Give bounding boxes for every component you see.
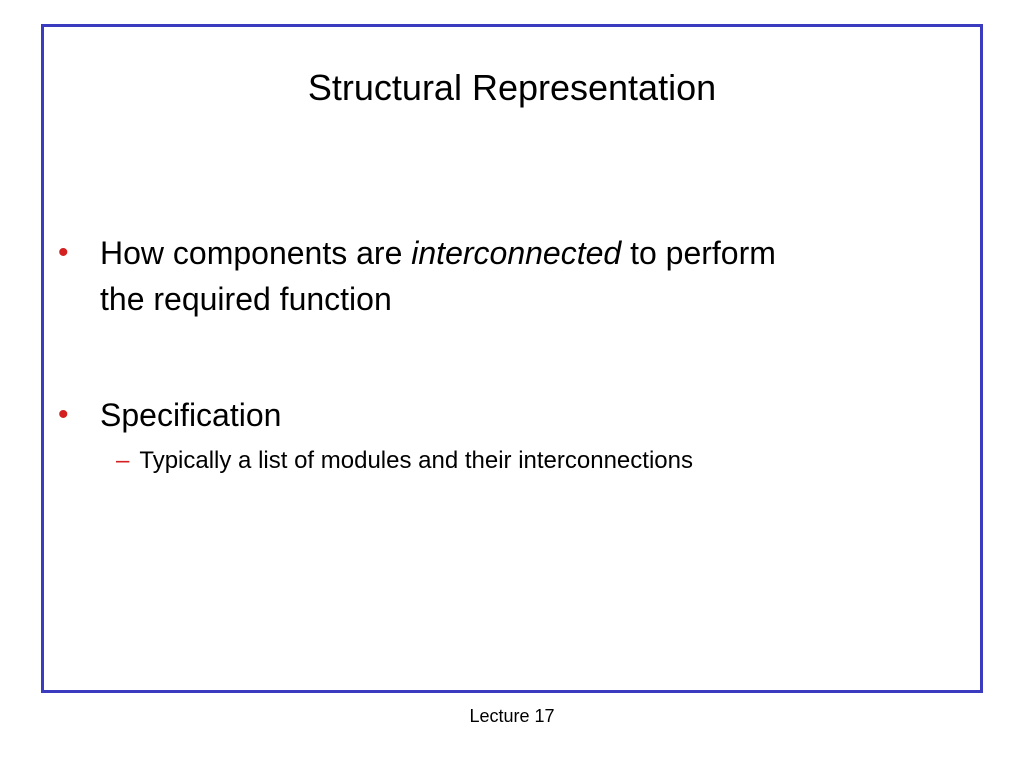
- bullet-text: How components are interconnected to per…: [100, 230, 776, 322]
- bullet-marker-icon: •: [58, 236, 69, 269]
- bullet-text-emphasis: interconnected: [411, 235, 622, 271]
- bullet-text-pre: How components are: [100, 235, 412, 271]
- slide-title: Structural Representation: [307, 67, 717, 108]
- sub-bullet-text: Typically a list of modules and their in…: [139, 447, 693, 474]
- slide-frame: [41, 24, 983, 693]
- bullet-marker-icon: •: [58, 398, 69, 431]
- sub-bullet: –Typically a list of modules and their i…: [116, 444, 693, 478]
- bullet-text-line2: the required function: [100, 281, 392, 317]
- slide-footer: Lecture 17: [469, 706, 555, 726]
- bullet-text: Specification: [100, 397, 282, 433]
- dash-marker-icon: –: [116, 447, 130, 474]
- bullet-text-post: to perform: [621, 235, 776, 271]
